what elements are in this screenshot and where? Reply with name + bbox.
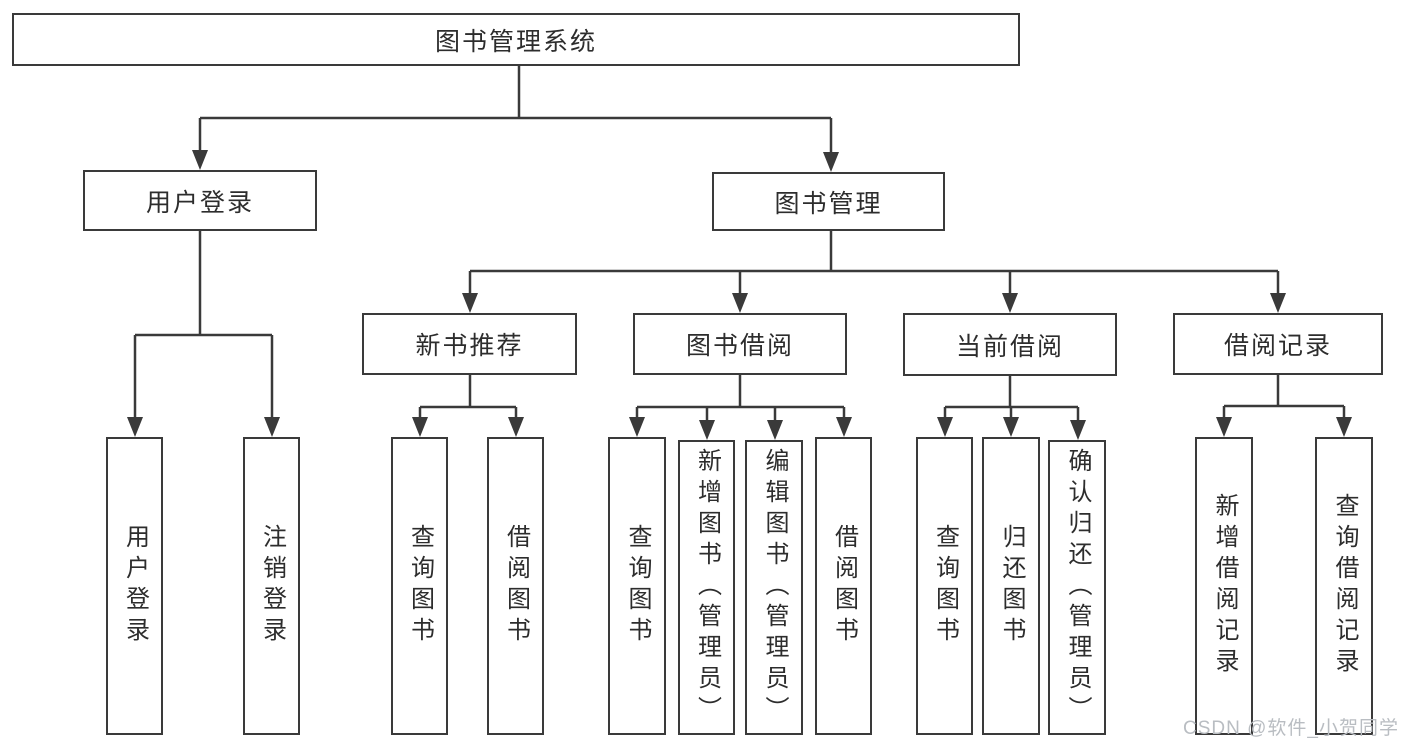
leaf-confirm-return-admin: 确认归还（管理员） (1048, 440, 1106, 735)
leaf-recommend-borrow-books-label: 借阅图书 (502, 524, 530, 648)
leaf-user-login-label: 用户登录 (121, 524, 149, 648)
leaf-borrow-books: 借阅图书 (815, 437, 872, 735)
leaf-current-query-books: 查询图书 (916, 437, 973, 735)
leaf-borrow-query-books-label: 查询图书 (624, 524, 651, 648)
node-current-borrow-label: 当前借阅 (955, 332, 1064, 361)
csdn-watermark: CSDN @软件_小贺同学 (1183, 718, 1399, 739)
leaf-add-books-admin: 新增图书（管理员） (678, 440, 735, 735)
leaf-logout-label: 注销登录 (258, 524, 286, 648)
node-book-mgmt-label: 图书管理 (774, 189, 883, 218)
node-borrow-records: 借阅记录 (1173, 313, 1383, 375)
leaf-confirm-return-admin-label: 确认归还（管理员） (1064, 448, 1091, 727)
node-current-borrow: 当前借阅 (903, 313, 1117, 376)
leaf-return-books: 归还图书 (982, 437, 1040, 735)
node-book-borrow: 图书借阅 (633, 313, 847, 375)
leaf-recommend-query-books-label: 查询图书 (406, 524, 434, 648)
leaf-query-borrow-record: 查询借阅记录 (1315, 437, 1373, 735)
leaf-current-query-books-label: 查询图书 (931, 524, 959, 648)
leaf-query-borrow-record-label: 查询借阅记录 (1331, 493, 1358, 679)
leaf-logout: 注销登录 (243, 437, 300, 735)
node-new-book-recommend-label: 新书推荐 (415, 332, 524, 360)
node-root: 图书管理系统 (12, 13, 1020, 66)
leaf-edit-books-admin-label: 编辑图书（管理员） (761, 448, 788, 727)
node-new-book-recommend: 新书推荐 (362, 313, 577, 375)
leaf-add-borrow-record: 新增借阅记录 (1195, 437, 1253, 735)
node-root-label: 图书管理系统 (434, 27, 597, 56)
leaf-user-login: 用户登录 (106, 437, 163, 735)
node-borrow-records-label: 借阅记录 (1223, 332, 1332, 360)
leaf-add-books-admin-label: 新增图书（管理员） (693, 448, 721, 727)
leaf-borrow-books-label: 借阅图书 (830, 524, 858, 648)
node-book-mgmt: 图书管理 (712, 172, 945, 231)
node-user-login-label: 用户登录 (145, 188, 254, 217)
leaf-recommend-query-books: 查询图书 (391, 437, 448, 735)
leaf-borrow-query-books: 查询图书 (608, 437, 666, 735)
node-book-borrow-label: 图书借阅 (685, 332, 794, 360)
leaf-edit-books-admin: 编辑图书（管理员） (745, 440, 803, 735)
leaf-recommend-borrow-books: 借阅图书 (487, 437, 544, 735)
node-user-login: 用户登录 (83, 170, 317, 231)
leaf-return-books-label: 归还图书 (998, 524, 1025, 648)
leaf-add-borrow-record-label: 新增借阅记录 (1211, 493, 1238, 679)
